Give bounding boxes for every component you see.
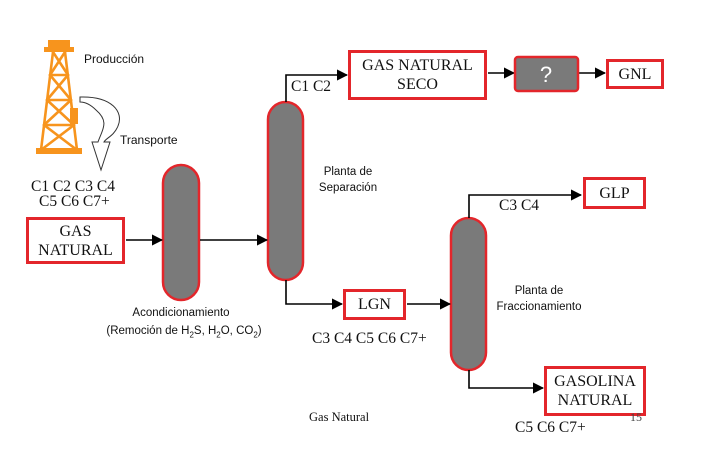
- arrow-fracc-to-gasolina: [468, 370, 545, 394]
- planta-fraccionamiento-label: Planta de Fraccionamiento: [496, 285, 582, 313]
- gasolina-components: C5 C6 C7+: [515, 419, 586, 436]
- page-number: 15: [630, 410, 642, 424]
- gas-seco-line2: SECO: [397, 76, 438, 93]
- fraccionamiento-column: [449, 216, 488, 372]
- arrow-fracc-to-glp: [468, 189, 583, 218]
- arrow-sep-to-seco: [285, 69, 349, 102]
- gasolina-natural-box: GASOLINA NATURAL: [544, 366, 646, 416]
- lgn-components: C3 C4 C5 C6 C7+: [312, 330, 427, 347]
- feed-components-line2: C5 C6 C7+: [39, 193, 110, 210]
- gasolina-line1: GASOLINA: [554, 373, 636, 390]
- gas-natural-seco-box: GAS NATURAL SECO: [348, 50, 487, 100]
- remocion-label: (Remoción de H2S, H2O, CO2): [106, 325, 262, 340]
- acondicionamiento-column: [161, 163, 201, 302]
- gas-natural-line1: GAS: [59, 222, 92, 240]
- footer-label: Gas Natural: [309, 410, 370, 424]
- gasolina-line2: NATURAL: [557, 392, 633, 409]
- gas-natural-line2: NATURAL: [38, 241, 113, 259]
- dry-gas-components: C1 C2: [291, 78, 332, 95]
- separacion-column: [266, 100, 305, 282]
- lgn-box: LGN: [343, 289, 406, 320]
- gas-seco-line1: GAS NATURAL: [362, 57, 473, 74]
- transporte-label: Transporte: [120, 133, 178, 147]
- acondicionamiento-label: Acondicionamiento: [132, 307, 230, 319]
- glp-box: GLP: [583, 177, 646, 209]
- curved-arrow-icon: [79, 96, 120, 172]
- glp-components: C3 C4: [499, 197, 540, 214]
- gnl-box: GNL: [606, 59, 664, 89]
- arrow-sep-to-lgn: [285, 280, 344, 310]
- oil-derrick-icon: [36, 40, 82, 154]
- planta-separacion-label: Planta de Separación: [318, 166, 378, 194]
- feed-components-line1: C1 C2 C3 C4: [31, 178, 115, 195]
- unknown-process-box: [513, 55, 580, 93]
- unknown-process-label: ?: [540, 62, 552, 87]
- produccion-label: Producción: [84, 52, 145, 66]
- gas-natural-box: GAS NATURAL: [26, 217, 125, 264]
